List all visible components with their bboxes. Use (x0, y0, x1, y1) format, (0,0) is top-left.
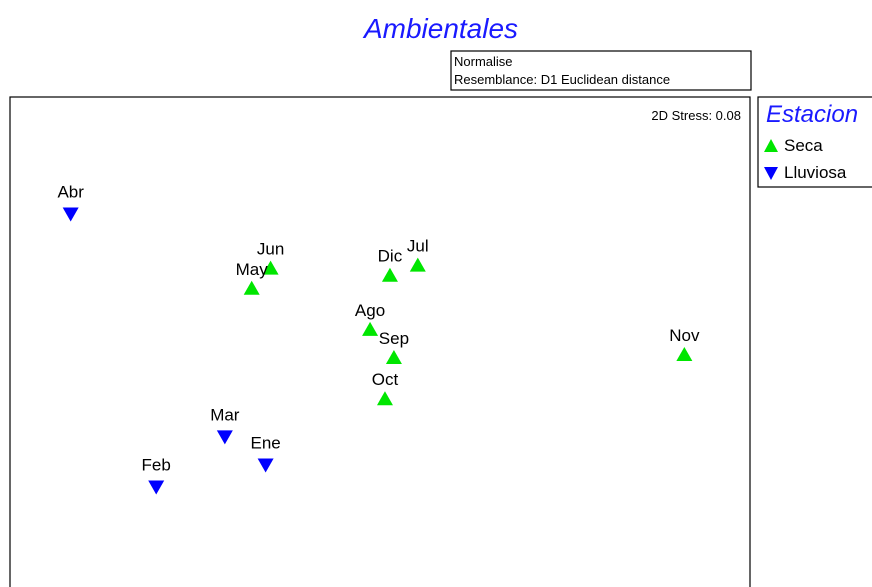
point-label-dic: Dic (378, 247, 403, 266)
point-marker-ene (257, 458, 274, 473)
point-label-feb: Feb (142, 456, 171, 475)
legend-title: Estacion (766, 101, 858, 128)
point-label-ene: Ene (250, 433, 280, 452)
legend-label-lluviosa: Lluviosa (784, 163, 847, 182)
point-marker-abr (62, 207, 79, 222)
point-marker-ago (362, 321, 379, 336)
point-marker-oct (376, 391, 393, 406)
transform-info-box: Normalise Resemblance: D1 Euclidean dist… (450, 50, 752, 91)
legend-frame (757, 96, 872, 188)
point-marker-mar (216, 430, 233, 445)
info-box-frame (450, 50, 752, 91)
point-marker-feb (148, 480, 165, 495)
point-label-may: May (236, 260, 269, 279)
chart-title: Ambientales (362, 13, 518, 44)
point-label-jun: Jun (257, 240, 284, 259)
legend-marker-lluviosa (764, 167, 778, 180)
info-line-normalise: Normalise (454, 54, 513, 69)
point-marker-jun (262, 260, 279, 275)
point-label-ago: Ago (355, 301, 385, 320)
info-line-resemblance: Resemblance: D1 Euclidean distance (454, 72, 670, 87)
plot-frame (9, 96, 751, 587)
point-label-nov: Nov (669, 326, 700, 345)
legend-marker-seca (764, 139, 778, 152)
point-label-abr: Abr (57, 182, 84, 201)
point-marker-jul (409, 257, 426, 272)
stress-label: 2D Stress: 0.08 (651, 108, 741, 123)
point-marker-may (243, 280, 260, 295)
legend-label-seca: Seca (784, 136, 823, 155)
point-marker-nov (676, 347, 693, 362)
point-label-mar: Mar (210, 405, 240, 424)
point-marker-dic (381, 267, 398, 282)
legend: Estacion Seca Lluviosa (757, 96, 872, 188)
point-label-oct: Oct (372, 370, 399, 389)
point-label-jul: Jul (407, 237, 429, 256)
point-label-sep: Sep (379, 329, 409, 348)
point-marker-sep (385, 350, 402, 365)
